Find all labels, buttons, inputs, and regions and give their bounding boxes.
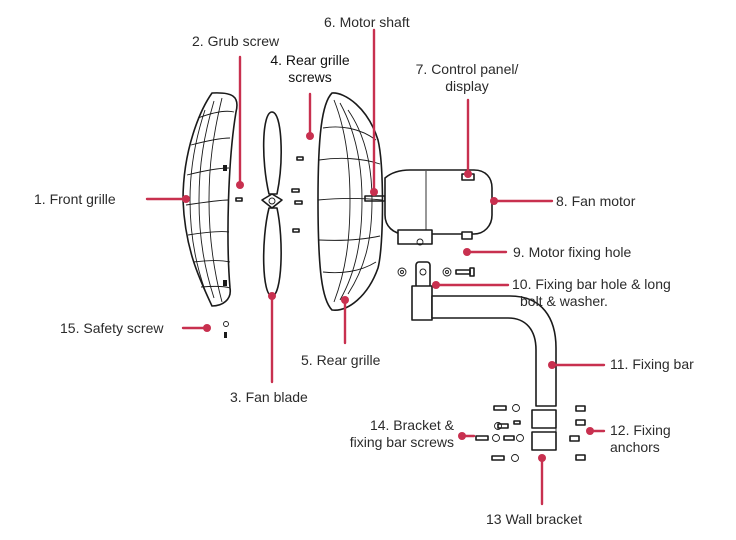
front-grille [182, 92, 238, 307]
safety-screw [223, 321, 229, 338]
label-fan-blade: 3. Fan blade [230, 389, 308, 405]
rear-grille-screws [291, 156, 304, 233]
label-fixing-bar: 11. Fixing bar [610, 356, 694, 372]
label-front-grille: 1. Front grille [34, 191, 116, 207]
label-fixing-anchors-line1: 12. Fixing [610, 422, 671, 438]
label-rear-grille-screws-line2: screws [288, 69, 332, 85]
label-bracket-screws-line2: fixing bar screws [349, 434, 454, 450]
grub-screw [235, 197, 243, 202]
label-bracket-screws: 14. Bracket & fixing bar screws [336, 417, 454, 451]
label-control-panel-line2: display [445, 78, 489, 94]
label-wall-bracket: 13 Wall bracket [486, 511, 582, 527]
fan-blade [261, 111, 283, 297]
fixing-bar [411, 285, 557, 407]
label-fixing-bar-hole-line2: bolt & washer. [520, 293, 608, 309]
label-control-panel: 7. Control panel/ display [402, 61, 532, 95]
label-motor-shaft: 6. Motor shaft [324, 14, 410, 30]
wall-bracket [531, 409, 557, 451]
label-rear-grille-screws-line1: 4. Rear grille [270, 52, 350, 68]
leader-lines [145, 28, 606, 506]
label-control-panel-line1: 7. Control panel/ [415, 61, 519, 77]
label-fan-motor: 8. Fan motor [556, 193, 636, 209]
rear-grille [317, 92, 384, 311]
fan-motor [384, 169, 493, 246]
label-bracket-screws-line1: 14. Bracket & [369, 417, 454, 433]
label-motor-fixing-hole: 9. Motor fixing hole [513, 244, 632, 260]
label-safety-screw: 15. Safety screw [60, 320, 164, 336]
label-grub-screw: 2. Grub screw [192, 33, 280, 49]
label-fixing-anchors: 12. Fixing anchors [610, 422, 671, 456]
label-fixing-bar-hole: 10. Fixing bar hole & long bolt & washer… [512, 276, 671, 310]
label-rear-grille: 5. Rear grille [301, 352, 381, 368]
label-fixing-bar-hole-line1: 10. Fixing bar hole & long [512, 276, 671, 292]
bracket-screws [475, 404, 524, 462]
label-fixing-anchors-line2: anchors [610, 439, 660, 455]
fixing-anchors [569, 405, 586, 461]
label-rear-grille-screws: 4. Rear grille screws [255, 52, 365, 86]
